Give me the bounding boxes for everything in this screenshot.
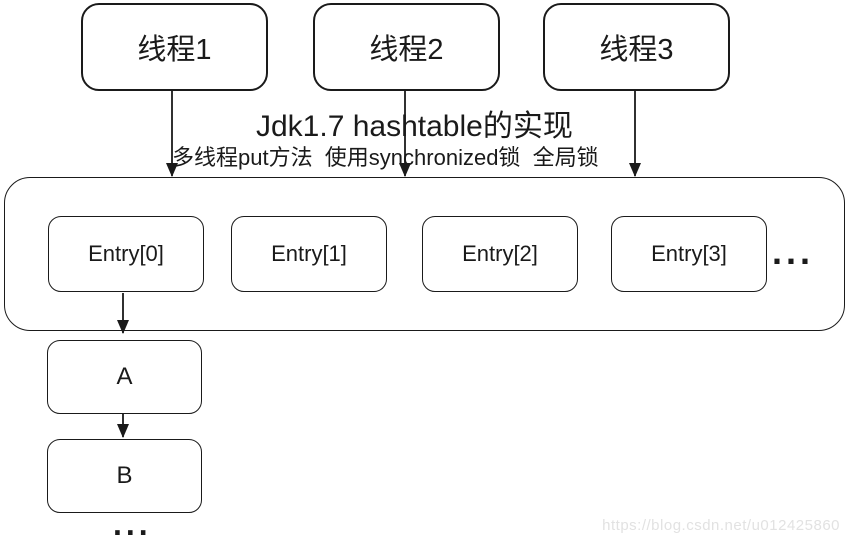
entry-1-box: Entry[1] [231, 216, 387, 292]
chain-node-b-box: B [47, 439, 202, 513]
diagram-title: Jdk1.7 hashtable的实现 [256, 110, 573, 143]
thread-2-label: 线程2 [369, 34, 444, 66]
thread-3-box: 线程3 [543, 3, 730, 91]
chain-node-a-label: A [116, 363, 133, 390]
thread-3-label: 线程3 [599, 34, 674, 66]
entry-3-box: Entry[3] [611, 216, 767, 292]
watermark-url: https://blog.csdn.net/u012425860 [602, 517, 840, 534]
diagram-subtitle: 多线程put方法 使用synchronized锁 全局锁 [172, 145, 599, 170]
chain-node-b-label: B [116, 462, 133, 489]
entry-0-box: Entry[0] [48, 216, 204, 292]
entry-3-label: Entry[3] [651, 241, 727, 266]
thread-1-label: 线程1 [137, 34, 212, 66]
entry-2-box: Entry[2] [422, 216, 578, 292]
thread-2-box: 线程2 [313, 3, 500, 91]
entry-2-label: Entry[2] [462, 241, 538, 266]
entry-0-label: Entry[0] [88, 241, 164, 266]
thread-1-box: 线程1 [81, 3, 268, 91]
table-ellipsis: ... [772, 231, 815, 272]
chain-ellipsis: ... [113, 506, 152, 542]
chain-node-a-box: A [47, 340, 202, 414]
entry-1-label: Entry[1] [271, 241, 347, 266]
